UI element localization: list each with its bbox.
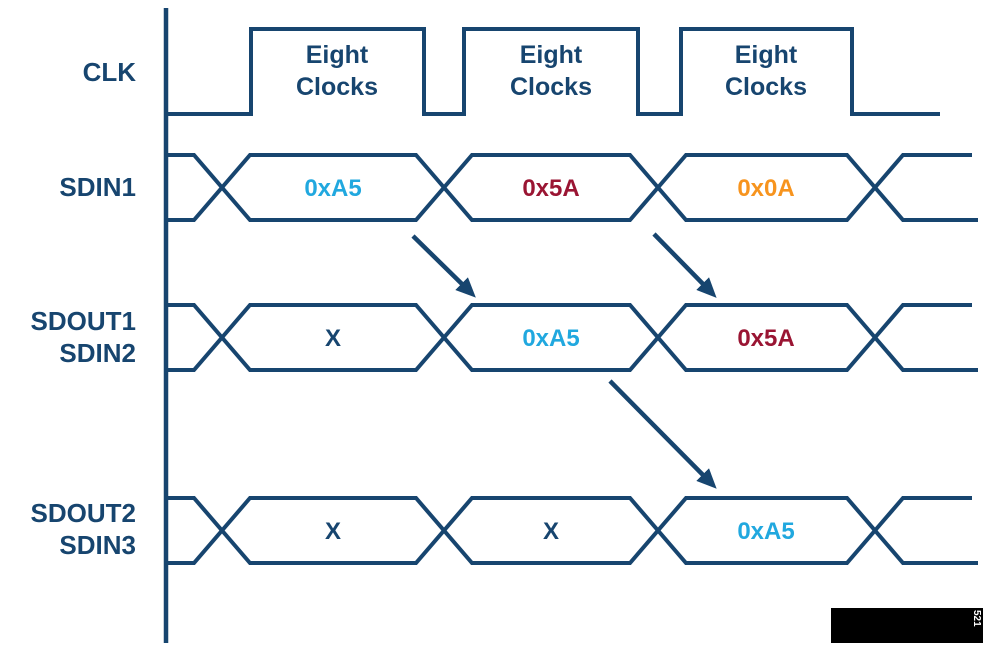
propagation-arrow: [652, 232, 717, 298]
signal-label-clk: CLK: [83, 57, 137, 87]
signal-label-sdin1: SDIN1: [59, 172, 136, 202]
bus-value: 0xA5: [522, 325, 579, 352]
signal-label-sdin2: SDIN2: [59, 338, 136, 368]
redaction-box: [831, 608, 983, 643]
figure-code: 521: [971, 610, 982, 627]
sdout2-bus-waveform: [166, 496, 978, 565]
clock-pulse-label: Clocks: [510, 73, 592, 101]
bus-value: X: [543, 518, 559, 545]
sdin1-bus-waveform: [166, 153, 978, 222]
bus-value: X: [325, 325, 341, 352]
bus-value: 0xA5: [737, 518, 794, 545]
clk-waveform: [166, 27, 940, 116]
clock-pulse-label: Clocks: [725, 73, 807, 101]
clock-pulse-label: Eight: [520, 41, 583, 69]
propagation-arrow: [608, 379, 717, 489]
sdout1-bus-waveform: [166, 303, 978, 372]
signal-label-sdout1: SDOUT1: [31, 306, 136, 336]
bus-value: 0xA5: [304, 175, 361, 202]
bus-value: 0x0A: [737, 175, 794, 202]
sdout2-bus-waveform: [166, 496, 972, 565]
clock-pulse-label: Eight: [735, 41, 798, 69]
clock-pulse-label: Clocks: [296, 73, 378, 101]
clock-pulse-label: Eight: [306, 41, 369, 69]
propagation-arrow: [411, 234, 476, 298]
bus-value: 0x5A: [737, 325, 794, 352]
bus-value: X: [325, 518, 341, 545]
signal-label-sdin3: SDIN3: [59, 530, 136, 560]
bus-value: 0x5A: [522, 175, 579, 202]
waveform-lines: [163, 8, 978, 643]
signal-label-sdout2: SDOUT2: [31, 498, 136, 528]
